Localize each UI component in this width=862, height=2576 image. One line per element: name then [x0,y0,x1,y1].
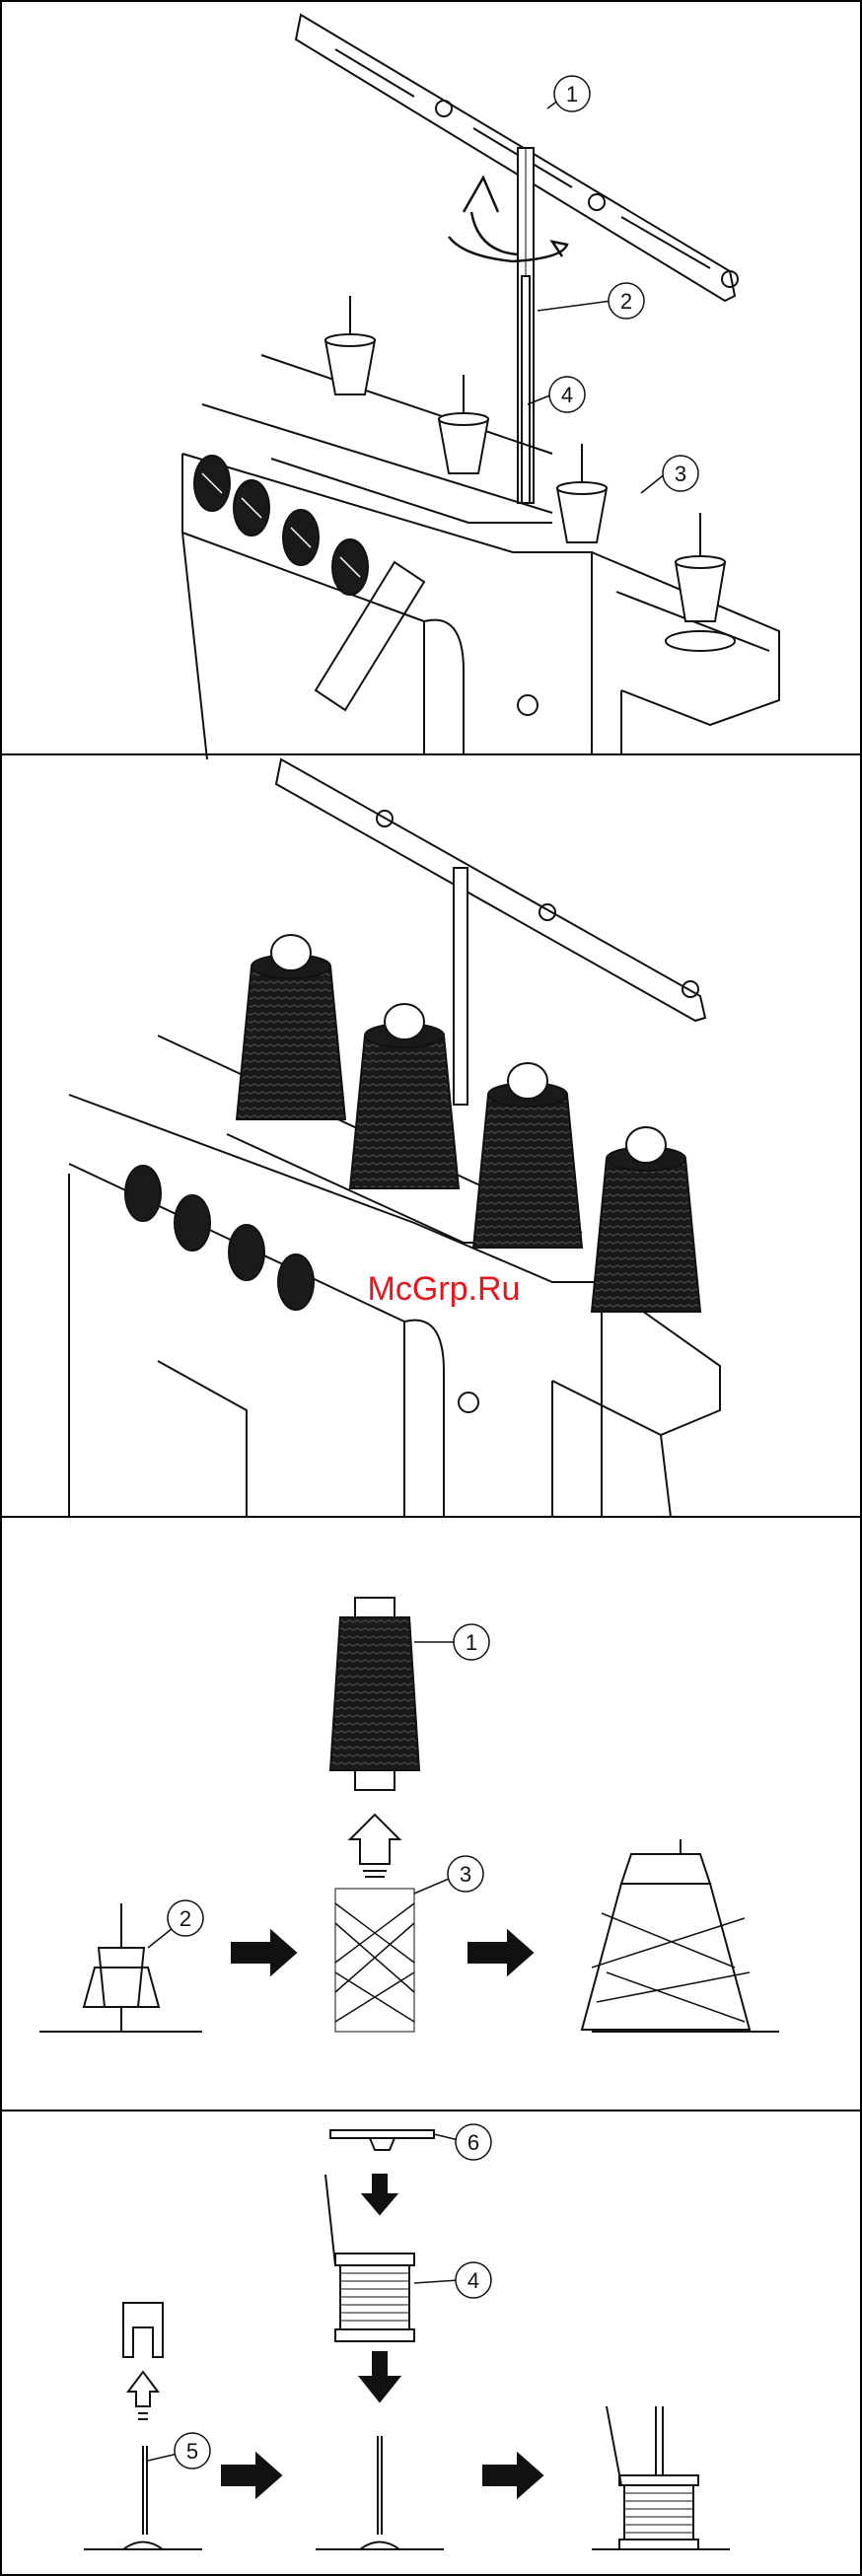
cone-with-core [330,1598,419,1790]
arrow-down-icon [363,2175,396,2214]
callout-panel4-4: 4 [467,2268,479,2293]
watermark: McGrp.Ru [368,1270,521,1308]
cone-with-net [582,1839,779,2032]
callout-panel1-3: 3 [675,462,686,486]
panel-4-callouts [148,2124,491,2469]
pin-holder-cap [123,2303,163,2357]
spool-pin-4 [666,513,735,651]
thread-cone-3 [473,1063,582,1248]
panel-1-callouts [528,76,698,493]
callout-panel3-2: 2 [180,1906,191,1931]
callout-panel4-5: 5 [186,2439,198,2464]
up-arrow-icon [128,2372,158,2406]
spool-pin-1 [325,296,375,394]
panel-1-machine-thread-stand [182,15,779,759]
callout-panel3-3: 3 [460,1862,471,1887]
arrow-right-icon [468,1931,533,1974]
panel-3-callouts [148,1624,489,1948]
spool-on-pin [592,2406,730,2549]
thread-cone-4 [592,1127,700,1312]
thread-cone-1 [237,935,345,1119]
thread-net [335,1889,414,2032]
callout-panel3-1: 1 [466,1630,477,1655]
panel-4-spool [84,2130,730,2549]
thread-cone-2 [350,1004,459,1188]
arrow-down-icon [360,2352,399,2401]
spool-pin-middle [316,2436,444,2549]
arrow-right-icon [483,2454,542,2497]
callout-panel4-6: 6 [467,2130,479,2155]
callout-panel1-1: 1 [566,82,578,107]
arrow-right-icon [222,2454,281,2497]
panel-3-cone-net [39,1598,779,2032]
spool-pin-2 [439,375,488,473]
callout-panel1-4: 4 [561,383,573,407]
arrow-right-icon [232,1931,296,1974]
callout-panel1-2: 2 [620,289,632,314]
up-arrow-icon [350,1815,399,1864]
spool-pin-3 [557,444,607,542]
spool-cap [330,2130,434,2150]
